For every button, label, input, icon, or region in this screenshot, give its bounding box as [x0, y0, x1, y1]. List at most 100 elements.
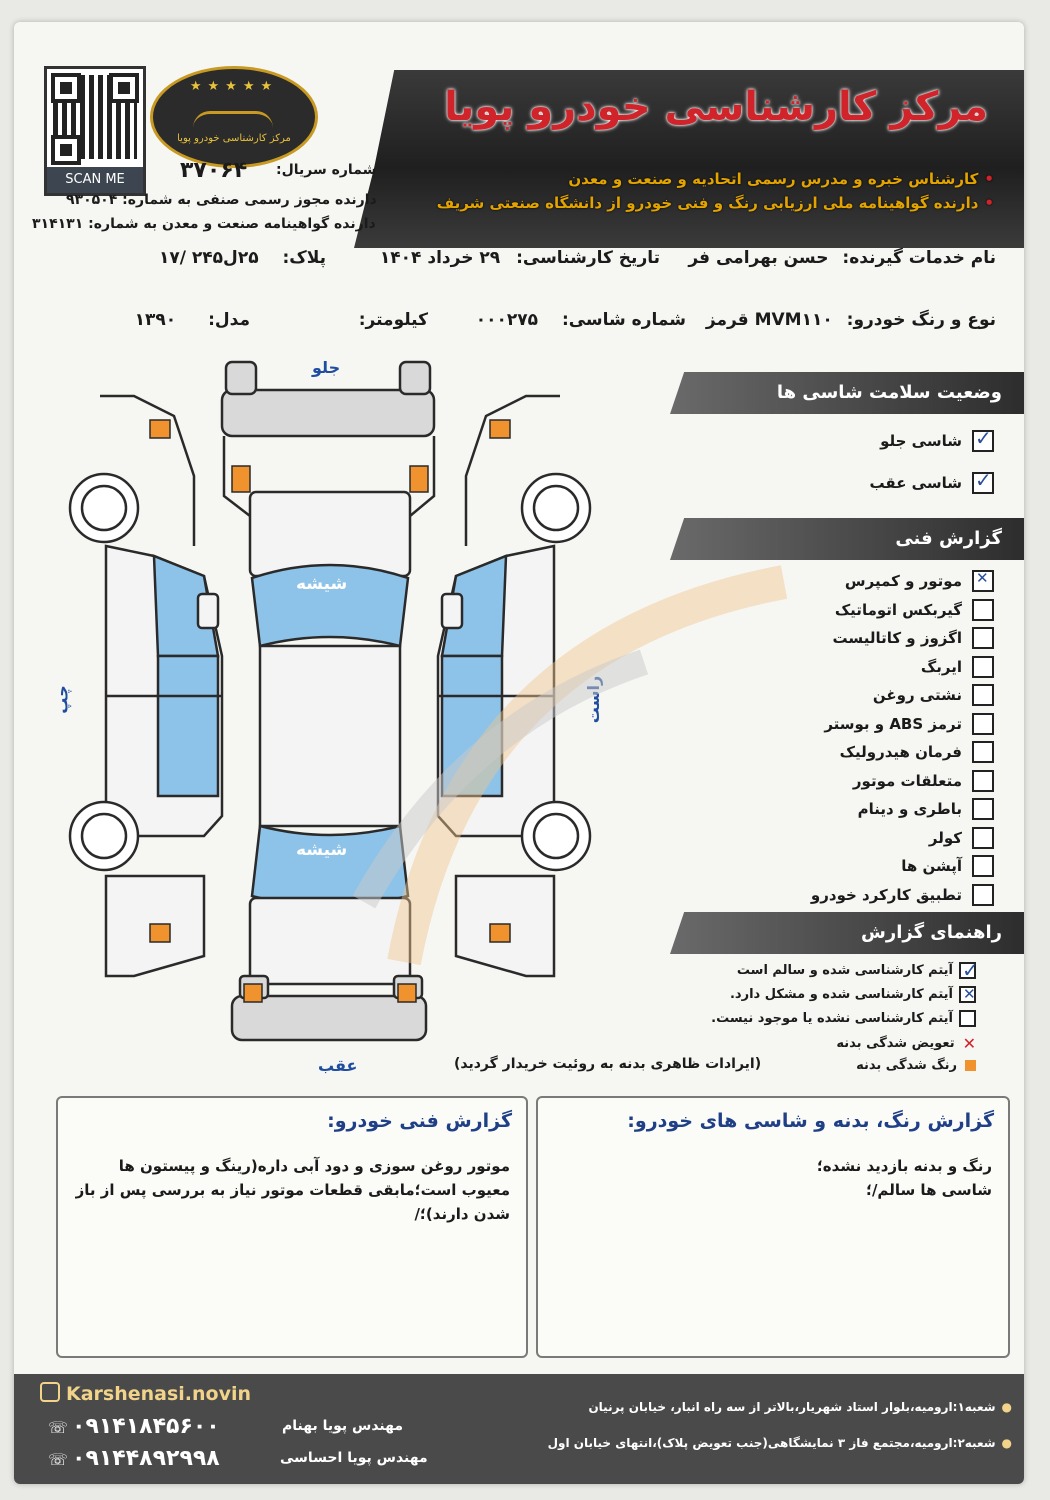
car-diagram	[68, 360, 592, 1042]
chassis-rear-label: شاسی عقب	[869, 474, 962, 492]
plate-label: پلاک:	[282, 248, 327, 268]
body-report-line: شاسی ها سالم/؛	[865, 1181, 992, 1199]
legend-painted-label: رنگ شدگی بدنه	[856, 1058, 957, 1073]
phone-icon: ☏	[48, 1418, 69, 1437]
date-value: ۲۹ خرداد ۱۴۰۴	[379, 248, 501, 268]
rear-windshield	[250, 824, 410, 908]
model-field: مدل: ۱۳۹۰	[135, 310, 250, 330]
right-label: راست	[584, 675, 604, 724]
name-2: مهندس پویا احساسی	[280, 1450, 428, 1466]
type-field: نوع و رنگ خودرو: MVM۱۱۰ قرمز	[706, 310, 996, 330]
check-icon	[959, 958, 979, 982]
empty-box-icon[interactable]	[972, 684, 994, 706]
empty-box-icon[interactable]	[972, 798, 994, 820]
cross-box-icon[interactable]	[972, 569, 994, 592]
legend-not-checked: آیتم کارشناسی نشده یا موجود نیست.	[711, 1010, 976, 1027]
front-bumper-corner	[398, 360, 432, 396]
right-mirror	[440, 592, 464, 630]
tech-report-title: گزارش فنی خودرو:	[327, 1110, 512, 1132]
tech-item[interactable]: باطری و دینام	[858, 798, 994, 820]
chassis-rear-item[interactable]: شاسی عقب	[869, 468, 994, 494]
stars-icon: ★★★★★	[189, 79, 279, 94]
tech-item[interactable]: کولر	[929, 826, 994, 849]
tech-item[interactable]: اگزوز و کاتالیست	[833, 627, 994, 649]
date-field: تاریخ کارشناسی: ۲۹ خرداد ۱۴۰۴	[380, 248, 660, 268]
legend-ok-label: آیتم کارشناسی شده و سالم است	[736, 963, 953, 978]
legend-replaced: ✕ تعویض شدگی بدنه	[836, 1034, 976, 1053]
left-rear-door-glass	[156, 654, 220, 798]
phone-2[interactable]: ☏۰۹۱۴۴۸۹۲۹۹۸	[48, 1446, 220, 1471]
empty-box-icon[interactable]	[972, 855, 994, 877]
tech-item[interactable]: ایربگ	[920, 655, 994, 678]
footer: Karshenasi.novin ☏۰۹۱۴۱۸۴۵۶۰۰ مهندس پویا…	[14, 1374, 1024, 1484]
wheel-hub	[80, 484, 128, 532]
empty-box-icon[interactable]	[972, 769, 994, 792]
model-label: مدل:	[208, 310, 250, 330]
empty-box-icon[interactable]	[972, 627, 994, 649]
km-label: کیلومتر:	[358, 310, 428, 330]
location-icon: ●	[1001, 1436, 1012, 1450]
tech-item[interactable]: تطبیق کارکرد خودرو	[811, 883, 994, 906]
empty-box-icon[interactable]	[972, 826, 994, 849]
legend-ok: آیتم کارشناسی شده و سالم است	[736, 958, 979, 982]
tech-item-label: فرمان هیدرولیک	[839, 743, 962, 761]
wheel	[520, 472, 592, 544]
body-report-title: گزارش رنگ، بدنه و شاسی های خودرو:	[627, 1110, 994, 1132]
empty-box-icon[interactable]	[972, 883, 994, 906]
tech-item[interactable]: نشتی روغن	[873, 684, 994, 706]
tech-item[interactable]: موتور و کمپرس	[844, 569, 994, 592]
page-title: مرکز کارشناسی خودرو پویا	[444, 84, 988, 130]
check-icon[interactable]	[972, 468, 994, 494]
body-report-line: رنگ و بدنه بازدید نشده؛	[816, 1157, 992, 1175]
chassis-value: ۰۰۰۲۷۵	[475, 310, 539, 330]
instagram-handle[interactable]: Karshenasi.novin	[40, 1382, 251, 1405]
chassis-front-item[interactable]: شاسی جلو	[880, 426, 994, 452]
rear-label: عقب	[318, 1056, 358, 1075]
tech-item-label: نشتی روغن	[872, 686, 962, 704]
chassis-section-header: وضعیت سلامت شاسی ها	[670, 372, 1024, 414]
model-value: ۱۳۹۰	[134, 310, 177, 330]
front-windshield	[250, 563, 410, 648]
car-icon	[193, 111, 273, 128]
tech-item-label: موتور و کمپرس	[844, 572, 962, 590]
body-report-box: گزارش رنگ، بدنه و شاسی های خودرو: رنگ و …	[536, 1096, 1010, 1358]
cross-box-icon	[959, 985, 976, 1003]
body-report-text: رنگ و بدنه بازدید نشده؛ شاسی ها سالم/؛	[554, 1154, 992, 1202]
empty-box-icon[interactable]	[972, 741, 994, 763]
qr-code[interactable]: SCAN ME	[44, 66, 146, 196]
empty-box-icon	[959, 1010, 976, 1027]
tech-item[interactable]: ترمز ABS و بوستر	[824, 712, 994, 735]
trunk	[248, 896, 412, 986]
hood	[248, 490, 412, 578]
plate-value: ۲۵ل۲۴۵ /۱۷	[159, 248, 259, 268]
tech-item[interactable]: آپشن ها	[901, 855, 994, 877]
wheel-hub	[532, 484, 580, 532]
paint-marker	[243, 983, 263, 1003]
check-icon[interactable]	[972, 426, 994, 452]
front-glass-label: شیشه	[296, 574, 348, 594]
paint-marker	[149, 923, 171, 943]
chassis-front-label: شاسی جلو	[880, 432, 962, 450]
wheel	[68, 800, 140, 872]
header-line-2: •دارنده گواهینامه ملی ارزیابی رنگ و فنی …	[436, 194, 994, 212]
serial-label: شماره سریال:	[276, 162, 377, 178]
tech-item[interactable]: فرمان هیدرولیک	[840, 741, 994, 763]
tech-item-label: ایربگ	[920, 657, 962, 676]
legend-header: راهنمای گزارش	[670, 912, 1024, 954]
scan-me-label: SCAN ME	[47, 167, 143, 193]
left-front-fender	[100, 394, 196, 546]
qr-corner	[109, 73, 139, 103]
type-value: MVM۱۱۰ قرمز	[705, 310, 833, 330]
roof	[258, 644, 402, 828]
tech-item[interactable]: گیربکس اتوماتیک	[835, 598, 994, 621]
empty-box-icon[interactable]	[972, 598, 994, 621]
empty-box-icon[interactable]	[972, 712, 994, 735]
empty-box-icon[interactable]	[972, 655, 994, 678]
tech-section-header: گزارش فنی	[670, 518, 1024, 560]
rear-bumper	[230, 994, 428, 1042]
phone-1[interactable]: ☏۰۹۱۴۱۸۴۵۶۰۰	[48, 1414, 220, 1439]
legend-note: (ایرادات ظاهری بدنه به روئیت خریدار گردی…	[454, 1056, 762, 1072]
front-label: جلو	[312, 358, 341, 377]
tech-item[interactable]: متعلقات موتور	[853, 769, 994, 792]
chassis-label: شماره شاسی:	[561, 310, 686, 330]
